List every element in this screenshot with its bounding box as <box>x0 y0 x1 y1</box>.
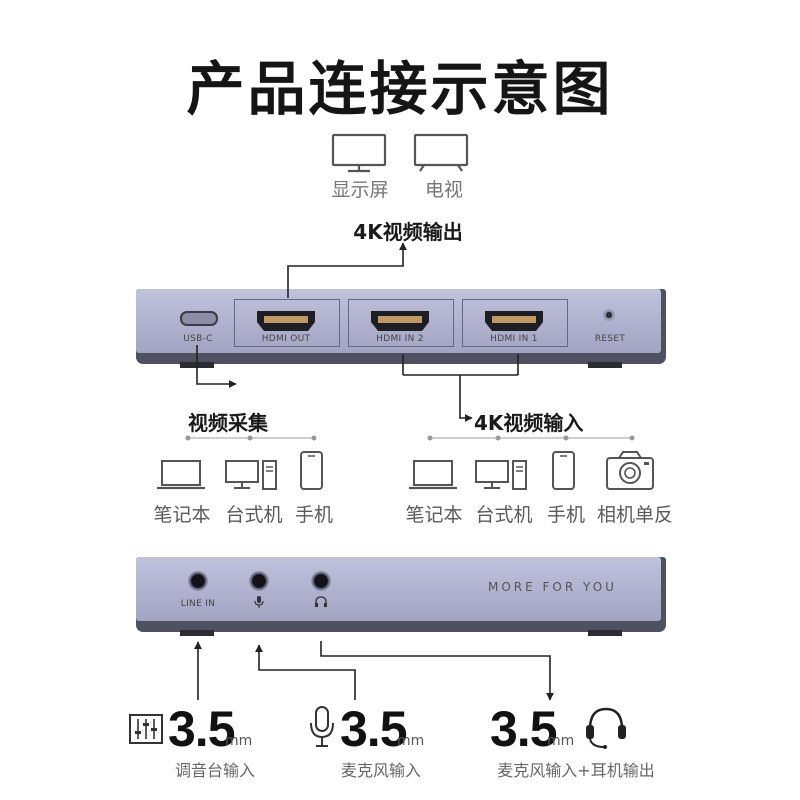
microphone-icon <box>310 706 334 747</box>
page-title: 产品连接示意图 <box>186 55 614 123</box>
phone-icon <box>300 451 323 490</box>
input-device-label: 笔记本 <box>405 504 463 526</box>
headphone-small-icon <box>315 596 327 607</box>
output-heading: 4K视频输出 <box>353 220 463 244</box>
microphone-small-icon <box>254 596 264 608</box>
line-in-label: LINE IN <box>180 599 216 609</box>
hdmi-in2-port[interactable] <box>370 310 430 332</box>
desktop-icon <box>225 460 277 490</box>
audio-size: 3.5 <box>168 701 236 757</box>
capture-device-label: 手机 <box>294 504 333 526</box>
device-foot <box>588 362 622 368</box>
input-device-label: 台式机 <box>475 504 533 526</box>
input-heading: 4K视频输入 <box>474 411 584 435</box>
input-device-label: 相机单反 <box>596 504 673 526</box>
capture-device-label: 笔记本 <box>153 504 211 526</box>
audio-unit: mm <box>397 733 425 749</box>
hdmi-out-label: HDMI OUT <box>261 334 311 344</box>
hdmi-in2-label: HDMI IN 2 <box>376 334 424 344</box>
desktop-icon <box>475 460 527 490</box>
hdmi-out-port-frame <box>234 299 340 347</box>
phone-icon <box>552 451 575 490</box>
laptop-icon <box>409 460 457 490</box>
audio-unit: mm <box>547 733 575 749</box>
tagline: MORE FOR YOU <box>488 580 617 594</box>
output-device-label: 显示屏 <box>331 179 389 201</box>
capture-heading: 视频采集 <box>188 411 268 435</box>
hdmi-out-port[interactable] <box>256 310 316 332</box>
audio-unit: mm <box>225 733 253 749</box>
camera-icon <box>606 451 654 490</box>
audio-label: 调音台输入 <box>174 761 255 780</box>
line-in-jack[interactable] <box>188 571 208 591</box>
usb-c-port[interactable] <box>180 311 218 326</box>
monitor-icon <box>331 133 387 173</box>
reset-label: RESET <box>594 334 626 344</box>
reset-button[interactable] <box>603 309 615 321</box>
capture-device-label: 台式机 <box>225 504 283 526</box>
tv-icon <box>413 133 469 172</box>
audio-label: 麦克风输入 <box>340 761 421 780</box>
audio-label: 麦克风输入+耳机输出 <box>497 761 655 780</box>
headphone-jack[interactable] <box>311 571 331 591</box>
usb-c-label: USB-C <box>183 334 213 344</box>
microphone-jack[interactable] <box>249 571 269 591</box>
device-foot <box>180 630 214 636</box>
laptop-icon <box>157 460 205 490</box>
audio-size: 3.5 <box>490 701 558 757</box>
device-foot <box>588 630 622 636</box>
hdmi-in2-port-frame <box>348 299 454 347</box>
headset-icon <box>586 707 626 749</box>
hdmi-in1-port[interactable] <box>484 310 544 332</box>
back-panel <box>136 557 661 621</box>
audio-size: 3.5 <box>340 701 408 757</box>
input-device-label: 手机 <box>546 504 585 526</box>
mixer-icon <box>129 714 163 744</box>
hdmi-in1-label: HDMI IN 1 <box>490 334 538 344</box>
hdmi-in1-port-frame <box>462 299 568 347</box>
output-device-label: 电视 <box>424 179 463 201</box>
